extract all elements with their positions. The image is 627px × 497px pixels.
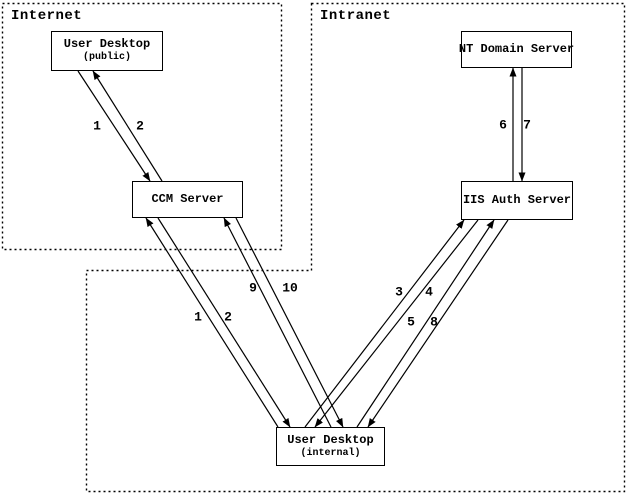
node-title: User Desktop bbox=[63, 37, 151, 52]
edge-label-2-internal: 2 bbox=[224, 309, 232, 325]
intranet-zone-label: Intranet bbox=[320, 8, 392, 24]
edge-label-4: 4 bbox=[425, 284, 433, 300]
arrow-2-ccm-to-public bbox=[92, 70, 163, 182]
edge-label-6: 6 bbox=[499, 117, 507, 133]
edge-label-1-internal: 1 bbox=[194, 309, 202, 325]
edge-label-10: 10 bbox=[282, 280, 298, 296]
node-title: IIS Auth Server bbox=[462, 192, 572, 207]
node-ccm-server: CCM Server bbox=[132, 181, 243, 218]
intranet-zone-border bbox=[85, 2, 626, 493]
arrow-5-internal-to-iis bbox=[356, 219, 495, 428]
edge-label-5: 5 bbox=[407, 314, 415, 330]
edge-label-8: 8 bbox=[430, 314, 438, 330]
edge-label-2-public: 2 bbox=[136, 118, 144, 134]
arrow-4-iis-to-internal bbox=[314, 219, 479, 428]
arrow-10-ccm-to-internal bbox=[235, 217, 344, 428]
arrow-2-ccm-to-internal bbox=[157, 217, 291, 428]
node-title: NT Domain Server bbox=[458, 41, 575, 56]
arrow-3-internal-to-iis bbox=[304, 219, 465, 428]
edge-label-1-public: 1 bbox=[93, 118, 101, 134]
node-title: User Desktop bbox=[287, 432, 374, 447]
node-user-desktop-internal: User Desktop (internal) bbox=[276, 427, 385, 466]
edge-label-7: 7 bbox=[523, 117, 531, 133]
arrow-1-public-to-ccm bbox=[77, 70, 151, 182]
internet-zone-label: Internet bbox=[11, 8, 83, 24]
node-subtitle: (internal) bbox=[300, 447, 361, 459]
edge-label-9: 9 bbox=[249, 280, 257, 296]
node-title: CCM Server bbox=[151, 191, 224, 206]
internet-zone-border bbox=[1, 2, 283, 251]
node-iis-auth-server: IIS Auth Server bbox=[461, 181, 573, 220]
node-nt-domain-server: NT Domain Server bbox=[458, 31, 575, 68]
arrow-9-internal-to-ccm bbox=[223, 217, 332, 428]
arrow-8-iis-to-internal bbox=[367, 219, 509, 428]
arrow-1-internal-to-ccm bbox=[145, 217, 279, 428]
edge-label-3: 3 bbox=[395, 284, 403, 300]
node-subtitle: (public) bbox=[82, 52, 131, 64]
node-user-desktop-public: User Desktop (public) bbox=[51, 31, 163, 71]
